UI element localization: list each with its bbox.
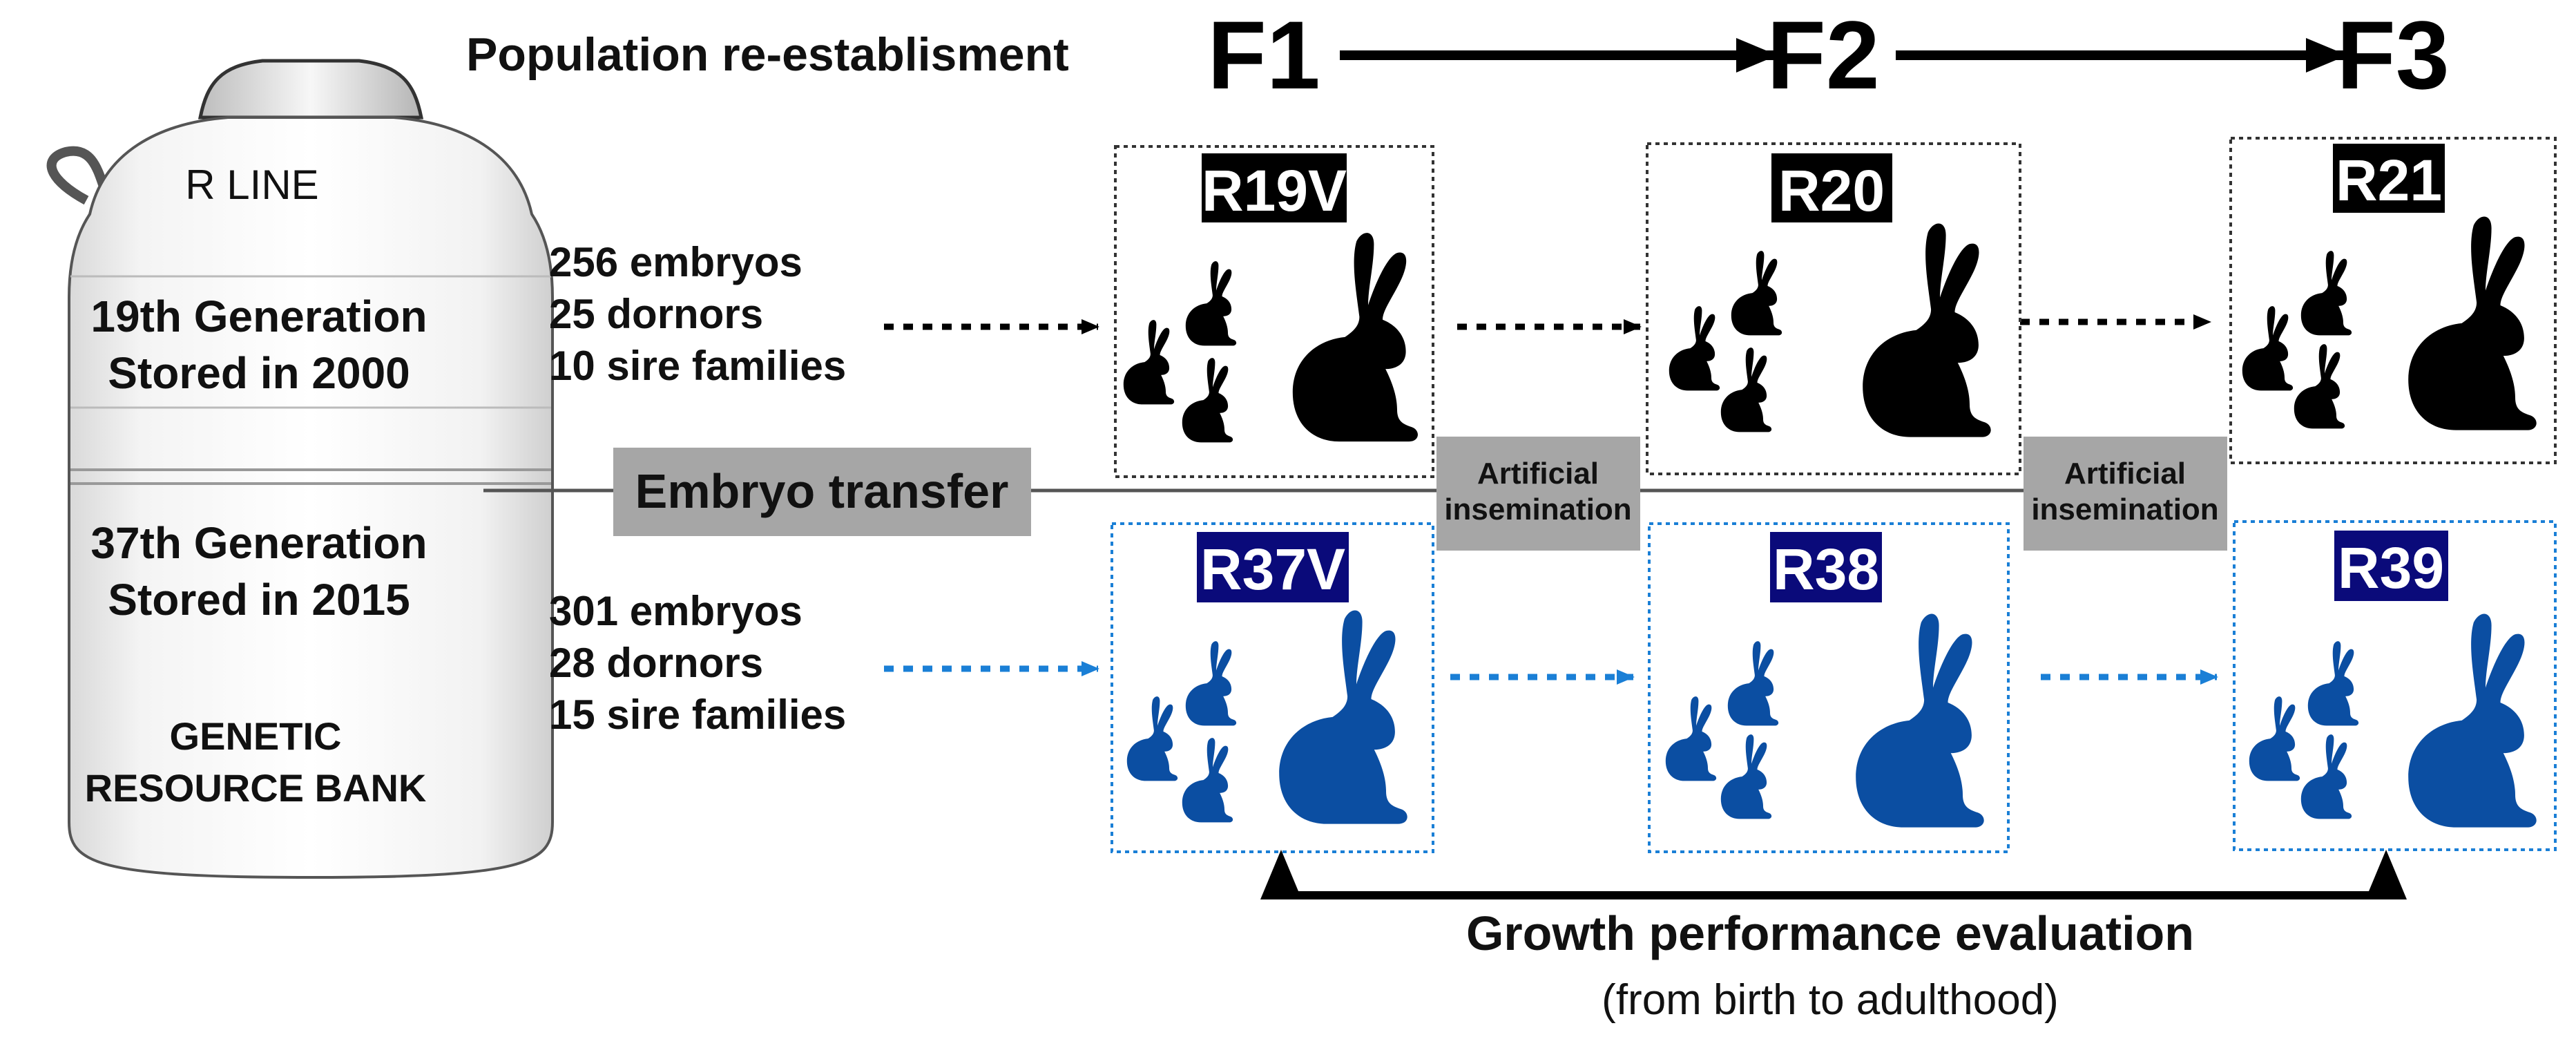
- box-r37v: R37V: [1111, 522, 1434, 853]
- box-r20: R20: [1646, 142, 2021, 475]
- bank-line2: RESOURCE BANK: [85, 766, 427, 810]
- bottom-stat-sires: 15 sire families: [549, 692, 846, 738]
- bank-line1: GENETIC: [170, 714, 342, 758]
- evaluation-bracket: [1260, 850, 2407, 899]
- triangle-marker-right: [2365, 850, 2407, 899]
- box-r21: R21: [2229, 137, 2557, 464]
- embryo-transfer-label: Embryo transfer: [635, 464, 1009, 518]
- box-r37v-label: R37V: [1200, 537, 1345, 602]
- gen19-line2: Stored in 2000: [108, 348, 410, 398]
- bottom-stat-embryos: 301 embryos: [549, 588, 802, 634]
- gen-f1: F1: [1207, 1, 1320, 109]
- tank-body: [68, 116, 554, 879]
- tank-title: R LINE: [185, 162, 318, 208]
- header-title: Population re-establisment: [466, 28, 1069, 81]
- tank-left-handle: [46, 146, 108, 205]
- top-stat-sires: 10 sire families: [549, 343, 846, 389]
- box-r39-label: R39: [2338, 535, 2444, 600]
- ai-tag-2-line2: insemination: [2031, 493, 2218, 526]
- box-r39: R39: [2233, 520, 2557, 851]
- box-r19v: R19V: [1114, 145, 1434, 478]
- triangle-marker-left: [1260, 850, 1302, 899]
- gen-f3: F3: [2336, 1, 2449, 109]
- gen-f2: F2: [1767, 1, 1879, 109]
- ai-tag-2-line1: Artificial: [2064, 457, 2186, 490]
- ai-tag-1: Artificial insemination: [1436, 437, 1640, 551]
- box-r21-label: R21: [2336, 148, 2442, 213]
- tank-cap: [198, 59, 424, 120]
- top-stat-embryos: 256 embryos: [549, 239, 802, 285]
- bottom-stat-donors: 28 dornors: [549, 640, 763, 686]
- box-r38-label: R38: [1773, 537, 1879, 602]
- evaluation-subtitle: (from birth to adulthood): [1602, 976, 2059, 1024]
- gen37-line1: 37th Generation: [90, 518, 427, 568]
- box-r38: R38: [1648, 522, 2010, 853]
- ai-tag-2: Artificial insemination: [2024, 437, 2227, 551]
- top-stat-donors: 25 dornors: [549, 291, 763, 337]
- gen37-line2: Stored in 2015: [108, 575, 410, 625]
- box-r19v-label: R19V: [1202, 158, 1347, 223]
- cryo-tank: R LINE 19th Generation Stored in 2000 37…: [46, 59, 554, 879]
- ai-tag-1-line1: Artificial: [1477, 457, 1599, 490]
- box-r20-label: R20: [1778, 158, 1885, 223]
- evaluation-title: Growth performance evaluation: [1466, 906, 2194, 960]
- embryo-transfer-tag: Embryo transfer: [613, 448, 1031, 536]
- gen19-line1: 19th Generation: [90, 292, 427, 341]
- ai-tag-1-line2: insemination: [1444, 493, 1631, 526]
